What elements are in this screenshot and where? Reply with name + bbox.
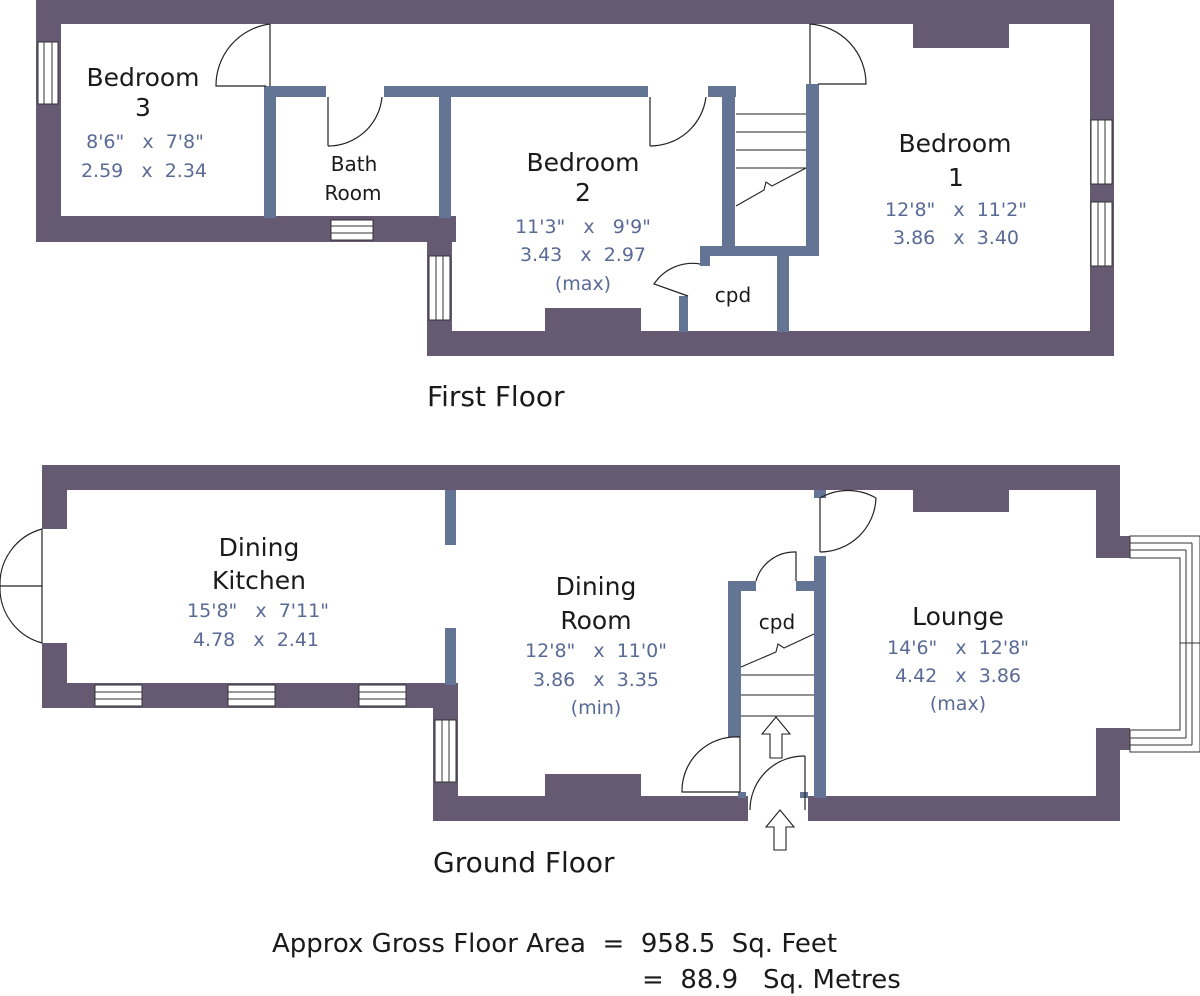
gf-hall-top-post (814, 490, 826, 498)
gf-window-kitchen-3 (358, 684, 407, 707)
ff-bedroom3-number: 3 (135, 93, 151, 122)
ground-floor-plan: Dining Kitchen 15'8" x 7'11" 4.78 x 2.41… (0, 465, 1200, 879)
ff-stair-wall-v (722, 86, 735, 248)
ff-bath-left-wall (264, 86, 276, 218)
ff-bedroom1-imperial: 12'8" x 11'2" (885, 199, 1027, 221)
gf-door-front[interactable] (749, 755, 806, 811)
ff-bedroom3-metric: 2.59 x 2.34 (81, 160, 207, 182)
gf-door-garden-right[interactable] (0, 586, 43, 644)
ff-door-bedroom3[interactable] (215, 23, 271, 87)
gf-door-cpd[interactable] (755, 551, 797, 582)
ff-cpd-left-wall-low (679, 296, 688, 332)
ff-bedroom2-name: Bedroom (526, 148, 639, 177)
gf-dining-name1: Dining (556, 572, 637, 601)
gf-kitchen-name2: Kitchen (212, 566, 306, 595)
gf-stair-arrow (760, 716, 792, 759)
gf-window-dining (434, 719, 457, 783)
ff-door-bathroom[interactable] (327, 96, 383, 147)
gf-bay-top (1096, 536, 1130, 558)
ff-bedroom3-name: Bedroom (86, 63, 199, 92)
ff-mid-wall-left (36, 216, 456, 242)
gf-hall-wall (814, 556, 826, 798)
ff-left-wall (36, 0, 61, 242)
ff-bedroom1-number: 1 (948, 163, 964, 192)
gf-bottom-wall-left (433, 796, 748, 821)
gf-cpd-name: cpd (759, 610, 795, 634)
gf-cpd-top-wall (728, 581, 756, 591)
gf-left-wall-top (42, 465, 67, 529)
gf-chimney-top (913, 486, 1009, 512)
gf-door-garden-left[interactable] (0, 528, 43, 587)
ff-stair-right-wall (806, 84, 819, 256)
gf-hall-wall-low (800, 792, 808, 798)
ff-chimney-top (913, 20, 1009, 48)
gf-bay-bottom (1096, 728, 1130, 750)
ff-landing-wall (384, 86, 648, 97)
gf-bay-window (1129, 535, 1200, 753)
ff-bathroom-name2: Room (325, 181, 382, 205)
ff-bedroom1-name: Bedroom (898, 129, 1011, 158)
ff-chimney-bottom (545, 308, 641, 334)
ff-window-bedroom1-a (1090, 119, 1113, 185)
gf-stairs (740, 633, 815, 717)
ff-bath-top-wall-a (264, 86, 326, 97)
gf-window-kitchen-1 (94, 684, 143, 707)
ff-door-bedroom1[interactable] (809, 23, 867, 85)
ff-window-bathroom (330, 219, 374, 241)
gf-stair-left-wall (728, 581, 741, 737)
ff-door-cpd[interactable] (653, 262, 701, 297)
gf-lounge-note: (max) (930, 693, 986, 715)
ff-bedroom2-number: 2 (575, 178, 591, 207)
gf-dining-name2: Room (560, 606, 631, 635)
gf-stair-wall-low (738, 792, 746, 798)
ff-bottom-wall (427, 331, 1114, 356)
ff-stairs (735, 113, 807, 207)
ff-cpd-top-wall (700, 246, 819, 256)
ground-floor-label: Ground Floor (433, 846, 615, 879)
ff-window-bedroom1-b (1090, 201, 1113, 267)
ff-window-bedroom3 (37, 41, 59, 105)
gf-dining-note: (min) (571, 697, 622, 719)
gf-dining-imperial: 12'8" x 11'0" (525, 640, 667, 662)
ff-bedroom3-imperial: 8'6" x 7'8" (86, 131, 204, 153)
ff-cpd-left-wall (700, 246, 710, 266)
ff-bath-right-wall (439, 86, 451, 218)
gf-kitchen-divider-bottom (445, 628, 456, 685)
ff-bedroom2-note: (max) (555, 273, 611, 295)
gf-kitchen-metric: 4.78 x 2.41 (193, 629, 319, 651)
gf-window-kitchen-2 (227, 684, 276, 707)
ff-bedroom2-metric: 3.43 x 2.97 (520, 244, 646, 266)
gf-lounge-name: Lounge (912, 602, 1004, 631)
gf-lounge-metric: 4.42 x 3.86 (895, 665, 1021, 687)
ff-bedroom1-metric: 3.86 x 3.40 (893, 227, 1019, 249)
gf-bottom-wall-right (808, 796, 1120, 821)
gf-lounge-imperial: 14'6" x 12'8" (887, 637, 1029, 659)
ff-window-bedroom2 (428, 255, 451, 321)
gf-kitchen-imperial: 15'8" x 7'11" (187, 600, 329, 622)
gf-chimney-bottom (545, 774, 641, 800)
gf-kitchen-name1: Dining (219, 533, 300, 562)
ff-bathroom-name1: Bath (331, 152, 378, 176)
gf-dining-metric: 3.86 x 3.35 (533, 669, 659, 691)
ff-door-bedroom2[interactable] (649, 96, 707, 147)
gross-area-sqft: Approx Gross Floor Area = 958.5 Sq. Feet (272, 929, 837, 959)
gf-door-dining[interactable] (681, 736, 741, 793)
gross-area-sqm: = 88.9 Sq. Metres (642, 965, 901, 995)
ff-bedroom2-imperial: 11'3" x 9'9" (515, 216, 651, 238)
gf-cpd-top-wall-r (796, 581, 826, 591)
gf-door-lounge[interactable] (819, 489, 877, 553)
ff-cpd-right-wall (777, 246, 789, 332)
gf-entrance-arrow (764, 809, 796, 851)
first-floor-plan: Bedroom 3 8'6" x 7'8" 2.59 x 2.34 Bath R… (36, 0, 1114, 413)
gf-top-wall (42, 465, 1120, 490)
first-floor-label: First Floor (427, 380, 565, 413)
ff-cpd-name: cpd (715, 283, 751, 307)
gf-kitchen-divider-top (445, 490, 456, 545)
